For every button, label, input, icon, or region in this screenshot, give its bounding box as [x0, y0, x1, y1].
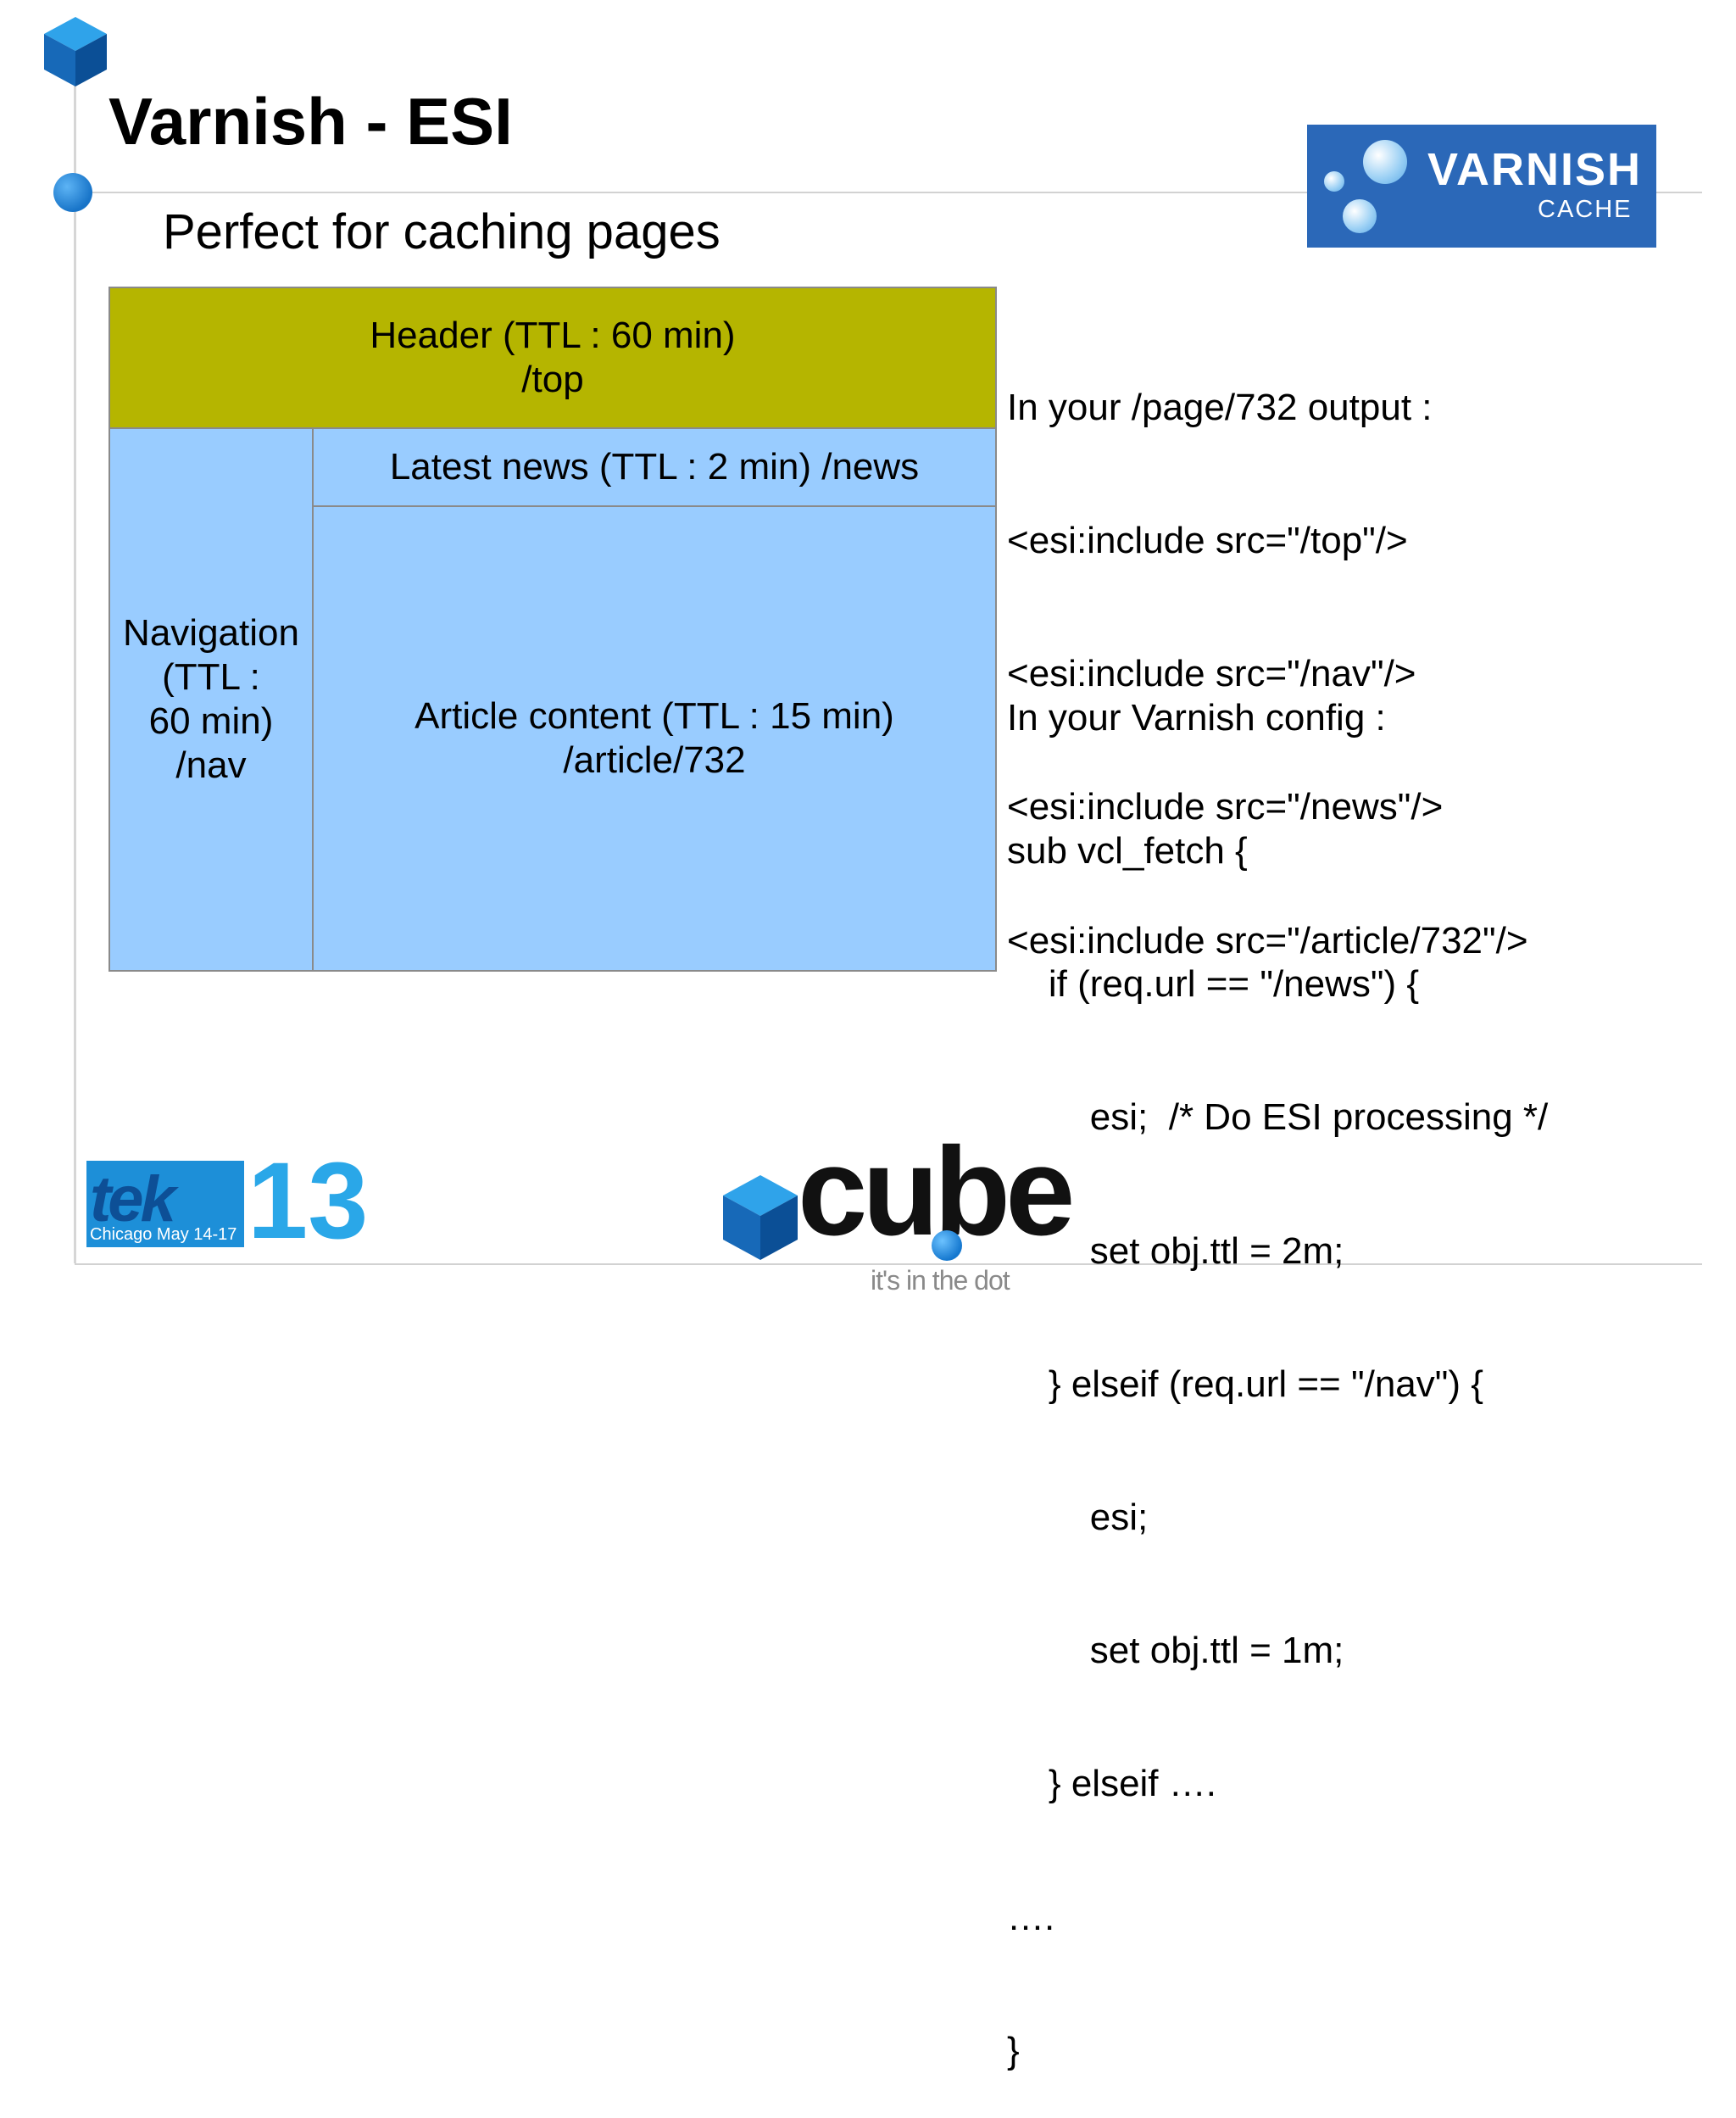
code-line: sub vcl_fetch {: [1007, 830, 1248, 872]
tek-logo-word: tek: [90, 1163, 176, 1235]
esi-output-code: In your /page/732 output : <esi:include …: [1007, 297, 1528, 1007]
page-layout-diagram: Header (TTL : 60 min) /top Navigation (T…: [108, 287, 997, 972]
code-line: In your /page/732 output :: [1007, 386, 1433, 428]
cache-logo-text: CACHE: [1538, 196, 1633, 223]
slide-subtitle: Perfect for caching pages: [163, 204, 721, 259]
cube-logo: cube it's in the dot: [716, 1129, 1106, 1296]
slide-title: Varnish - ESI: [108, 84, 513, 159]
article-content-block: Article content (TTL : 15 min) /article/…: [314, 507, 995, 970]
code-line: esi; /* Do ESI processing */: [1007, 1096, 1549, 1139]
tek-logo-subtitle: Chicago May 14-17: [90, 1225, 237, 1244]
bubble-icon: [1324, 171, 1344, 192]
bubble-icon: [1343, 199, 1377, 233]
cube-logo-tagline: it's in the dot: [871, 1265, 1010, 1296]
code-line: <esi:include src="/top"/>: [1007, 520, 1408, 562]
code-line: set obj.ttl = 1m;: [1007, 1630, 1344, 1672]
bubble-icon: [1363, 140, 1407, 184]
slide-title-rule: [75, 192, 1702, 193]
tek13-logo: tek Chicago May 14-17 13: [86, 1147, 368, 1256]
latest-news-block: Latest news (TTL : 2 min) /news: [314, 429, 995, 507]
slide-footer-rule: [75, 1263, 1702, 1265]
header-block: Header (TTL : 60 min) /top: [110, 288, 995, 429]
code-line: } elseif (req.url == "/nav") {: [1007, 1363, 1483, 1405]
code-line: esi;: [1007, 1497, 1149, 1539]
code-line: <esi:include src="/news"/>: [1007, 786, 1444, 828]
bullet-dot-icon: [53, 173, 92, 212]
cube-logo-icon: [723, 1175, 798, 1260]
cube-dot-icon: [932, 1230, 962, 1261]
slide-vertical-rule: [74, 76, 76, 1263]
varnish-logo-text: VARNISH: [1427, 144, 1643, 195]
navigation-block: Navigation (TTL : 60 min) /nav: [110, 429, 314, 970]
varnish-cache-logo: VARNISH CACHE: [1307, 125, 1656, 248]
code-line: set obj.ttl = 2m;: [1007, 1229, 1344, 1272]
varnish-config-code: In your Varnish config : sub vcl_fetch {…: [1007, 607, 1548, 2118]
code-line: if (req.url == "/news") {: [1007, 963, 1420, 1006]
code-line: } elseif ….: [1007, 1763, 1216, 1805]
code-line: <esi:include src="/article/732"/>: [1007, 919, 1528, 961]
tek-logo-number: 13: [248, 1140, 369, 1262]
code-line: In your Varnish config :: [1007, 696, 1386, 739]
code-line: <esi:include src="/nav"/>: [1007, 653, 1416, 695]
code-line: ….: [1007, 1896, 1055, 1938]
code-line: }: [1007, 2029, 1020, 2071]
cube-corner-icon: [44, 17, 107, 86]
tek-logo-box: tek Chicago May 14-17: [86, 1161, 244, 1247]
